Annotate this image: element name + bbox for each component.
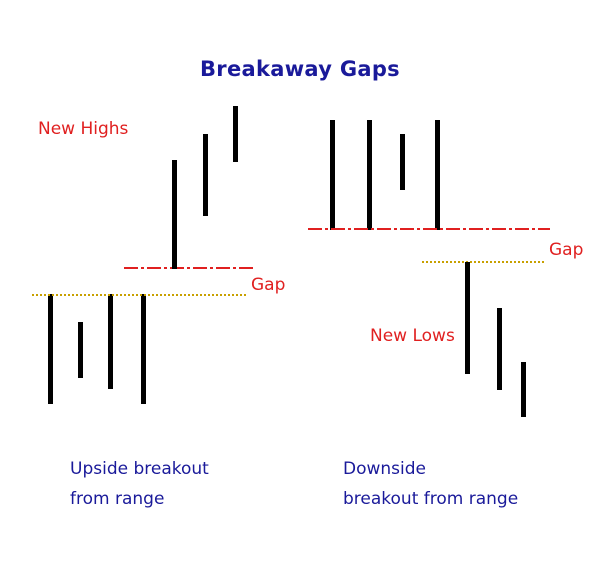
downside-caption-line2: breakout from range bbox=[343, 489, 519, 509]
upside-caption-line2: from range bbox=[70, 489, 165, 509]
top-range-bar-4 bbox=[435, 120, 440, 230]
new-high-bar-3 bbox=[233, 106, 238, 162]
range-bar-2 bbox=[78, 322, 83, 378]
range-bar-4 bbox=[141, 294, 146, 404]
top-range-bar-3 bbox=[400, 134, 405, 190]
new-highs-label: New Highs bbox=[38, 119, 129, 139]
new-lows-label: New Lows bbox=[370, 326, 455, 346]
top-range-bar-1 bbox=[330, 120, 335, 230]
upside-caption-line1: Upside breakout bbox=[70, 459, 209, 479]
downside-caption-line1: Downside bbox=[343, 459, 426, 479]
new-high-bar-2 bbox=[203, 134, 208, 216]
downside-caption: Downside breakout from range bbox=[343, 454, 518, 514]
gap-label-right: Gap bbox=[549, 240, 584, 260]
diagram-title: Breakaway Gaps bbox=[200, 57, 400, 81]
gap-label-left: Gap bbox=[251, 275, 286, 295]
new-low-bar-3 bbox=[521, 362, 526, 417]
new-low-bar-1 bbox=[465, 262, 470, 374]
top-range-bar-2 bbox=[367, 120, 372, 230]
range-bar-1 bbox=[48, 294, 53, 404]
new-low-bar-2 bbox=[497, 308, 502, 390]
upside-caption: Upside breakout from range bbox=[70, 454, 209, 514]
range-bar-3 bbox=[108, 294, 113, 389]
new-high-bar-1 bbox=[172, 160, 177, 269]
